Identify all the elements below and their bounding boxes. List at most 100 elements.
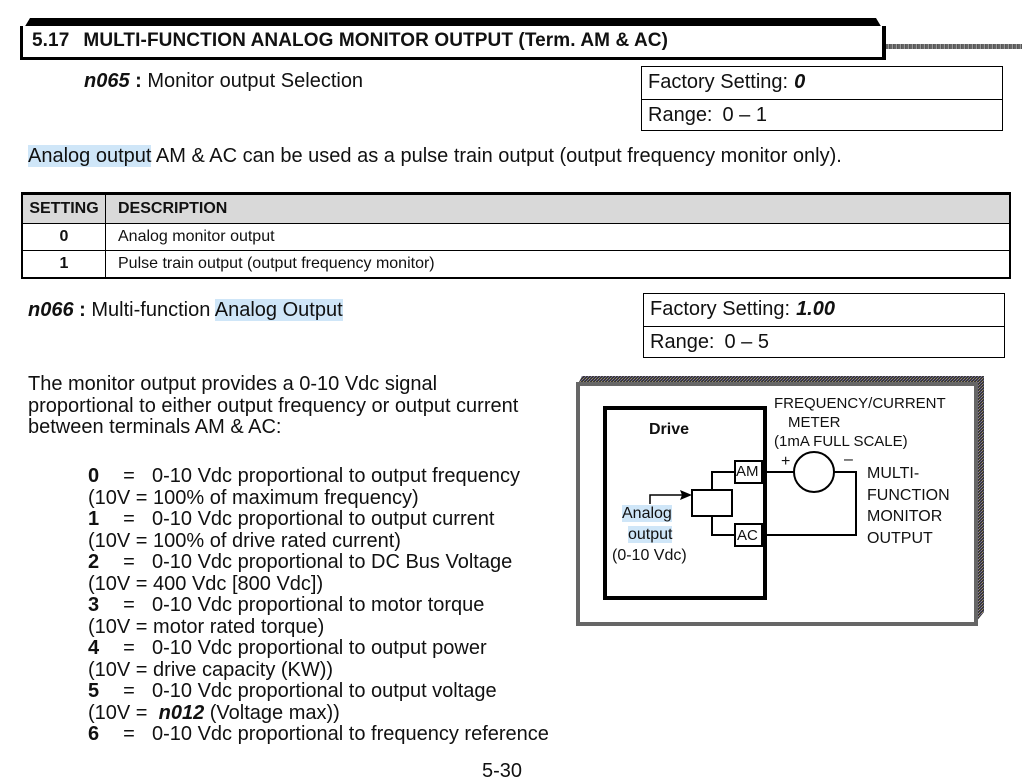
- option-subtext: (10V = motor rated torque): [88, 615, 325, 638]
- param-code: n066: [28, 299, 74, 321]
- option-key: 0: [88, 465, 100, 487]
- option-text: 0-10 Vdc proportional to frequency refer…: [152, 723, 549, 745]
- cell-setting: 0: [21, 223, 106, 251]
- cell-description: Analog monitor output: [105, 223, 1011, 251]
- wire-return: [765, 471, 857, 536]
- range-row: Range: 0 – 5: [644, 326, 1004, 358]
- range-label: Range:: [650, 331, 715, 353]
- option-subtext: (10V = 100% of maximum frequency): [88, 486, 419, 509]
- factory-setting-label: Factory Setting:: [650, 298, 791, 320]
- option-subtext: (10V = n012 (Voltage max)): [88, 701, 549, 725]
- output-label-line: MONITOR: [867, 508, 943, 525]
- description-paragraph: The monitor output provides a 0-10 Vdc s…: [28, 373, 518, 439]
- page-number: 5-30: [482, 760, 523, 782]
- option-key: 1: [88, 508, 100, 530]
- diagram-frame: [576, 382, 978, 626]
- section-number: 5.17: [32, 30, 70, 51]
- plus-sign: +: [781, 453, 791, 470]
- option-equals: =: [123, 508, 135, 530]
- analog-label-3: (0-10 Vdc): [612, 547, 687, 564]
- signal-arrow-line: [649, 494, 684, 504]
- factory-setting-value: 0: [794, 71, 806, 93]
- drive-label: Drive: [649, 421, 690, 438]
- option-subtext: (10V = 400 Vdc [800 Vdc]): [88, 572, 324, 595]
- intro-text: Analog output AM & AC can be used as a p…: [28, 145, 842, 168]
- factory-setting-row: Factory Setting:0: [642, 67, 1002, 99]
- range-value: 0 – 1: [722, 104, 767, 126]
- option-key: 5: [88, 680, 100, 702]
- meter-icon: [793, 451, 835, 493]
- option-subtext: (10V = 100% of drive rated current): [88, 529, 401, 552]
- param-n066: n066 : Multi-function Analog Output: [28, 299, 343, 322]
- minus-sign: –: [844, 451, 853, 468]
- option-text: 0-10 Vdc proportional to motor torque: [152, 594, 485, 616]
- option-item: 6 = 0-10 Vdc proportional to frequency ref…: [88, 723, 549, 746]
- meter-label-2: METER: [788, 414, 841, 431]
- range-row: Range: 0 – 1: [642, 99, 1002, 131]
- diagram-graphics: [576, 376, 984, 626]
- analog-label-1: Analog: [622, 504, 672, 523]
- table-row: 0 Analog monitor output: [21, 223, 1011, 251]
- option-key: 3: [88, 594, 100, 616]
- option-text: 0-10 Vdc proportional to output current: [152, 508, 495, 530]
- option-item: 1 = 0-10 Vdc proportional to output curren…: [88, 508, 549, 552]
- terminal-ac-box[interactable]: [734, 523, 763, 547]
- option-key: 4: [88, 637, 100, 659]
- range-label: Range:: [648, 104, 713, 126]
- option-equals: =: [123, 551, 135, 573]
- option-text: 0-10 Vdc proportional to output voltage: [152, 680, 497, 702]
- factory-setting-value: 1.00: [796, 298, 835, 320]
- settings-table: SETTING DESCRIPTION 0 Analog monitor out…: [21, 192, 1011, 279]
- option-item: 4=0-10 Vdc proportional to output power …: [88, 637, 549, 681]
- option-key: 6: [88, 723, 100, 745]
- table-row: 1 Pulse train output (output frequency m…: [21, 250, 1011, 279]
- meter-label-3: (1mA FULL SCALE): [774, 433, 908, 450]
- section-title: 5.17 MULTI-FUNCTION ANALOG MONITOR OUTPUT…: [32, 30, 668, 52]
- option-item: 2=0-10 Vdc proportional to DC Bus Voltag…: [88, 551, 549, 595]
- heading-box: [20, 26, 886, 60]
- option-subtext: (10V = drive capacity (KW)): [88, 658, 334, 681]
- option-item: 5 = 0-10 Vdc proportional to output voltag…: [88, 680, 549, 725]
- option-equals: =: [123, 723, 135, 745]
- wiring-diagram: Drive AM AC Analog output (0-10 Vdc) FRE…: [576, 376, 988, 628]
- param-separator: :: [129, 70, 148, 92]
- output-label-line: FUNCTION: [867, 486, 950, 504]
- option-text: 0-10 Vdc proportional to output power: [152, 637, 487, 659]
- meter-label-1: FREQUENCY/CURRENT: [774, 395, 946, 412]
- cell-description: Pulse train output (output frequency mon…: [105, 250, 1011, 279]
- section-title-text: MULTI-FUNCTION ANALOG MONITOR OUTPUT (Te…: [83, 30, 669, 51]
- options-list: 0 = 0-10 Vdc proportional to output freque…: [88, 465, 549, 746]
- output-label-line: OUTPUT: [867, 529, 933, 547]
- option-item: 3=0-10 Vdc proportional to motor torque …: [88, 594, 549, 638]
- terminal-am-box[interactable]: [734, 460, 763, 484]
- param-label: Multi-function: [91, 299, 215, 321]
- table-header-row: SETTING DESCRIPTION: [21, 192, 1011, 224]
- drive-box: [603, 406, 767, 600]
- section-heading: 5.17 MULTI-FUNCTION ANALOG MONITOR OUTPUT…: [20, 18, 886, 60]
- output-label-line: MULTI-: [867, 465, 920, 482]
- option-text: 0-10 Vdc proportional to DC Bus Voltage: [152, 551, 513, 573]
- n065-settings-box: Factory Setting:0 Range: 0 – 1: [641, 66, 1003, 131]
- header-setting: SETTING: [21, 192, 106, 224]
- highlighted-text: Analog: [622, 505, 672, 522]
- wire-ac-internal: [711, 516, 734, 536]
- option-text: 0-10 Vdc proportional to output frequenc…: [152, 465, 521, 487]
- param-code: n065: [84, 70, 130, 92]
- param-reference: n012: [158, 701, 205, 724]
- param-separator: :: [73, 299, 92, 321]
- highlighted-text: Analog Output: [214, 299, 343, 321]
- option-equals: =: [123, 594, 135, 616]
- output-label: MULTI- FUNCTION MONITOR OUTPUT: [867, 463, 950, 549]
- highlighted-text: output: [628, 526, 673, 543]
- factory-setting-label: Factory Setting:: [648, 71, 789, 93]
- option-equals: =: [123, 680, 135, 702]
- range-value: 0 – 5: [724, 331, 769, 353]
- subtext-prefix: (10V =: [88, 701, 159, 724]
- n066-settings-box: Factory Setting:1.00 Range: 0 – 5: [643, 293, 1005, 358]
- heading-rule: [886, 44, 1022, 49]
- intro-rest: AM & AC can be used as a pulse train out…: [151, 145, 842, 167]
- cell-setting: 1: [21, 250, 106, 279]
- analog-label-2: output: [628, 525, 673, 544]
- option-equals: =: [123, 465, 135, 487]
- highlighted-text: Analog output: [28, 145, 152, 167]
